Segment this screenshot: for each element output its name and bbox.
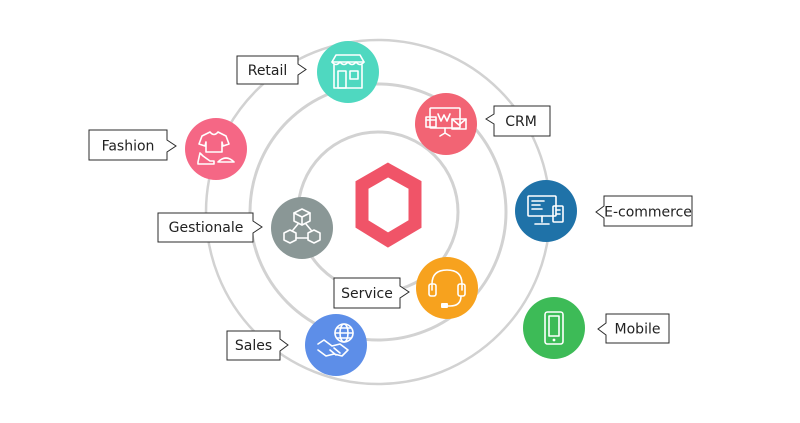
callout-sales (226, 330, 289, 361)
callout-mobile (597, 313, 670, 344)
callout-retail (236, 55, 307, 85)
node-label-sales: Sales (235, 338, 272, 354)
node-label-retail: Retail (248, 63, 288, 79)
calendar-mail-icon (425, 107, 467, 137)
node-label-ecommerce: E-commerce (604, 205, 692, 221)
node-gestionale[interactable]: Gestionale (157, 197, 333, 259)
node-service[interactable]: Service (333, 257, 478, 319)
node-mobile[interactable]: Mobile (523, 297, 670, 359)
node-circle-mobile (523, 297, 585, 359)
node-label-gestionale: Gestionale (169, 220, 244, 236)
handshake-globe-icon (317, 323, 354, 357)
node-fashion[interactable]: Fashion (88, 118, 247, 180)
node-sales[interactable]: Sales (226, 314, 367, 376)
middle-ring (248, 82, 508, 342)
node-retail[interactable]: Retail (236, 41, 379, 103)
smartphone-icon (544, 311, 564, 345)
node-circle-retail (317, 41, 379, 103)
callout-fashion (88, 129, 177, 161)
node-label-service: Service (341, 286, 393, 302)
hexagon-logo-icon (355, 162, 422, 248)
node-circle-gestionale (271, 197, 333, 259)
node-crm[interactable]: CRM (415, 93, 551, 155)
node-label-fashion: Fashion (102, 139, 155, 155)
network-cubes-icon (283, 208, 321, 244)
callout-gestionale (157, 212, 263, 243)
node-ecommerce[interactable]: E-commerce (515, 180, 693, 242)
node-circle-crm (415, 93, 477, 155)
node-circle-ecommerce (515, 180, 577, 242)
storefront-icon (331, 54, 365, 89)
callout-service (333, 277, 410, 309)
callout-ecommerce (595, 195, 693, 227)
node-label-crm: CRM (505, 114, 537, 130)
callout-crm (485, 105, 551, 137)
headset-icon (428, 269, 466, 308)
node-circle-fashion (185, 118, 247, 180)
node-circle-service (416, 257, 478, 319)
desktop-cart-icon (527, 195, 564, 225)
clothing-icon (197, 131, 235, 165)
node-label-mobile: Mobile (615, 322, 661, 338)
